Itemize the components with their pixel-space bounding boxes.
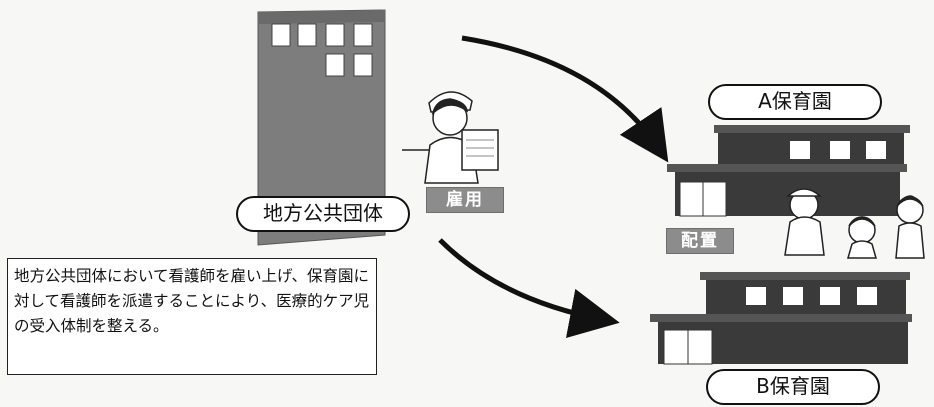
nursery-building-icon [667,125,910,217]
office-building-icon [257,9,386,246]
nursery-b-label: B保育園 [706,369,880,405]
nursery-building-icon [650,272,912,365]
description-box: 地方公共団体において看護師を雇い上げ、保育園に対して看護師を派遣することにより、… [7,258,377,375]
local-gov-label: 地方公共団体 [236,196,410,232]
arrow-to-b [438,238,620,339]
nursery-a-label: A保育園 [708,84,882,120]
assign-tag: 配置 [666,228,734,254]
children-icon [784,188,925,259]
arrow-to-a [461,35,669,163]
employ-tag: 雇用 [426,187,504,213]
nurse-icon [402,91,499,184]
